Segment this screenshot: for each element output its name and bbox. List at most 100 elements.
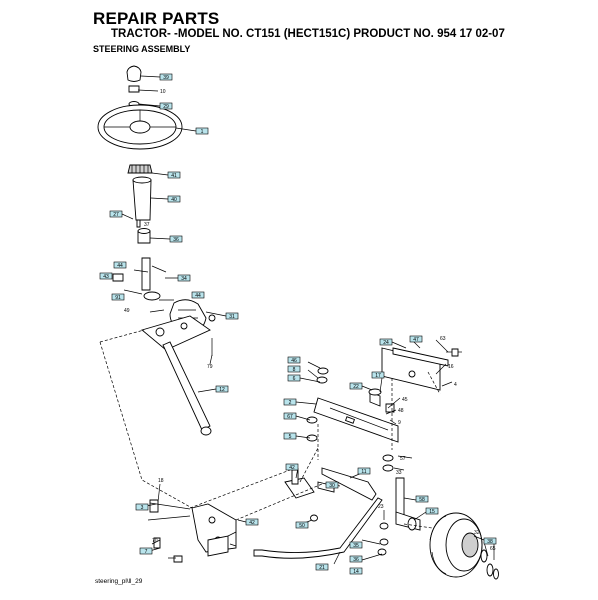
- svg-text:46: 46: [291, 358, 297, 364]
- front-wheel: [429, 512, 483, 578]
- svg-text:12: 12: [219, 387, 225, 393]
- washer-5: [306, 434, 318, 442]
- callout-34: 34: [177, 274, 191, 282]
- bolt-lines: [147, 502, 191, 521]
- ref-line-9: [427, 371, 441, 395]
- callout-39: 39: [159, 73, 173, 81]
- svg-text:43: 43: [103, 274, 109, 280]
- callout-50: 50: [295, 521, 309, 529]
- svg-text:24: 24: [383, 340, 389, 346]
- upper-shaft: [112, 257, 167, 291]
- svg-text:36: 36: [173, 237, 179, 243]
- callout-37: 37: [144, 222, 150, 228]
- drag-rod: [253, 497, 383, 559]
- svg-text:91: 91: [115, 295, 121, 301]
- callout-21: 21: [315, 563, 329, 571]
- svg-text:40: 40: [171, 197, 177, 203]
- svg-text:1: 1: [201, 129, 204, 135]
- page-title: REPAIR PARTS: [93, 9, 220, 28]
- svg-text:30: 30: [329, 483, 335, 489]
- svg-text:17: 17: [375, 373, 381, 379]
- callout-40: 40: [167, 195, 181, 203]
- svg-text:2: 2: [289, 400, 292, 406]
- svg-text:32: 32: [474, 530, 480, 536]
- svg-text:37: 37: [144, 222, 150, 228]
- callout-36: 36: [169, 235, 183, 243]
- callout-43: 43: [99, 272, 113, 280]
- svg-text:50: 50: [299, 523, 305, 529]
- ref-line-2: [99, 341, 193, 509]
- steering-shaft: [162, 341, 212, 436]
- callout-16: 16: [448, 364, 454, 370]
- callout-24: 24: [379, 338, 393, 346]
- svg-text:42: 42: [289, 465, 295, 471]
- callout-30: 30: [325, 481, 339, 489]
- wheel-nut: [486, 563, 494, 577]
- callout-65: 65: [490, 546, 496, 552]
- callout-63: 63: [440, 336, 446, 342]
- callout-8: 8: [287, 365, 301, 373]
- gear-adapter: [127, 164, 153, 174]
- svg-text:16: 16: [448, 364, 454, 370]
- callout-70: 70: [152, 538, 158, 544]
- bolt-58: [149, 499, 159, 513]
- svg-text:4: 4: [454, 382, 457, 388]
- callout-33: 33: [396, 470, 402, 476]
- callout-47: 47: [409, 335, 423, 343]
- callout-79: 79: [207, 364, 213, 370]
- callout-38: 38: [483, 537, 497, 545]
- svg-text:8: 8: [293, 367, 296, 373]
- washer-right: [382, 454, 394, 462]
- callout-3: 3: [135, 503, 149, 511]
- ref-line-5: [299, 447, 319, 483]
- svg-text:57: 57: [400, 456, 406, 462]
- mounting-plate: [141, 315, 211, 351]
- svg-text:36: 36: [353, 557, 359, 563]
- washer-8: [316, 376, 328, 384]
- svg-text:58: 58: [419, 497, 425, 503]
- svg-text:47: 47: [413, 337, 419, 343]
- svg-text:45: 45: [402, 397, 408, 403]
- wheel-washer: [480, 549, 488, 563]
- washer-57b: [379, 538, 389, 546]
- svg-text:67: 67: [287, 414, 293, 420]
- steering-cap: [126, 65, 142, 82]
- svg-text:33: 33: [396, 470, 402, 476]
- callout-41: 41: [167, 171, 181, 179]
- callout-7: 7: [139, 547, 153, 555]
- svg-text:23: 23: [378, 504, 384, 510]
- callout-32: 32: [474, 530, 480, 536]
- pivot-bolt: [368, 388, 395, 413]
- svg-text:18: 18: [158, 478, 164, 484]
- svg-text:6: 6: [293, 376, 296, 382]
- leader-lines: [123, 75, 495, 565]
- washer-67: [306, 416, 318, 424]
- callout-44b: 44: [191, 291, 205, 299]
- callout-27: 27: [109, 210, 123, 218]
- svg-text:44: 44: [117, 263, 123, 269]
- svg-text:38: 38: [487, 539, 493, 545]
- callout-23: 23: [378, 504, 384, 510]
- spindle-washer: [407, 517, 417, 531]
- callout-6: 6: [287, 374, 301, 382]
- callout-11: 11: [357, 467, 371, 475]
- svg-text:5: 5: [289, 434, 292, 440]
- svg-text:65: 65: [490, 546, 496, 552]
- ref-line-3: [189, 469, 291, 509]
- bearing: [143, 291, 161, 301]
- svg-text:63: 63: [440, 336, 446, 342]
- svg-text:35: 35: [353, 543, 359, 549]
- svg-text:34: 34: [181, 276, 187, 282]
- steering-wheel: [97, 104, 183, 150]
- svg-text:15: 15: [429, 509, 435, 515]
- callout-right-plate: 42: [245, 518, 259, 526]
- callout-22: 22: [349, 382, 363, 390]
- column-sleeve: [132, 176, 152, 221]
- callout-15: 15: [425, 507, 439, 515]
- svg-text:70: 70: [152, 538, 158, 544]
- svg-text:14: 14: [353, 569, 359, 575]
- callout-12: 12: [215, 385, 229, 393]
- front-axle: [313, 397, 399, 443]
- svg-text:3: 3: [141, 505, 144, 511]
